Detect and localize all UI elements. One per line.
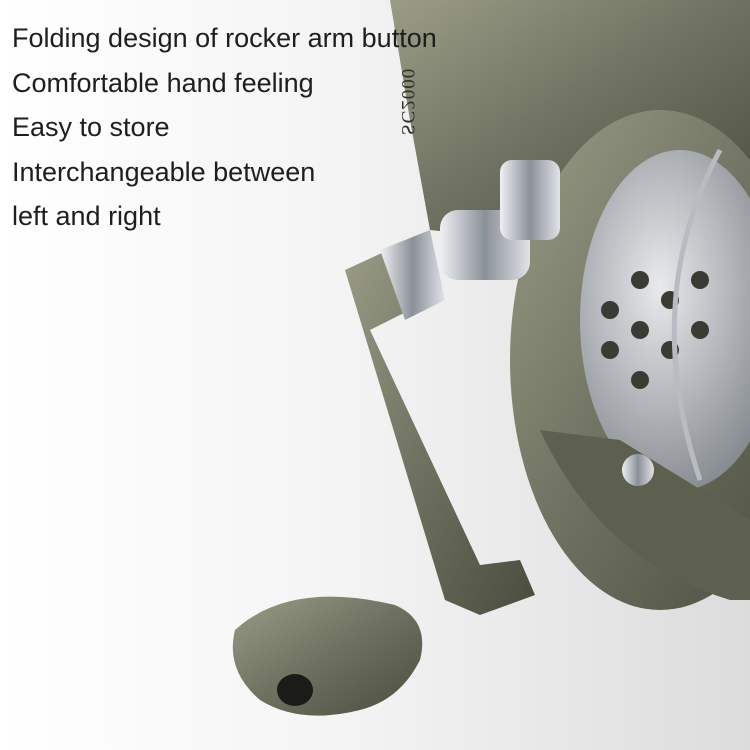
feature-list: Folding design of rocker arm button Comf…: [12, 20, 437, 243]
feature-left-right: left and right: [12, 201, 161, 231]
feature-easy-store: Easy to store: [12, 112, 170, 142]
feature-folding-design: Folding design of rocker arm button: [12, 23, 437, 53]
feature-interchangeable: Interchangeable between: [12, 156, 316, 187]
feature-comfortable-feel: Comfortable hand feeling: [12, 67, 314, 98]
